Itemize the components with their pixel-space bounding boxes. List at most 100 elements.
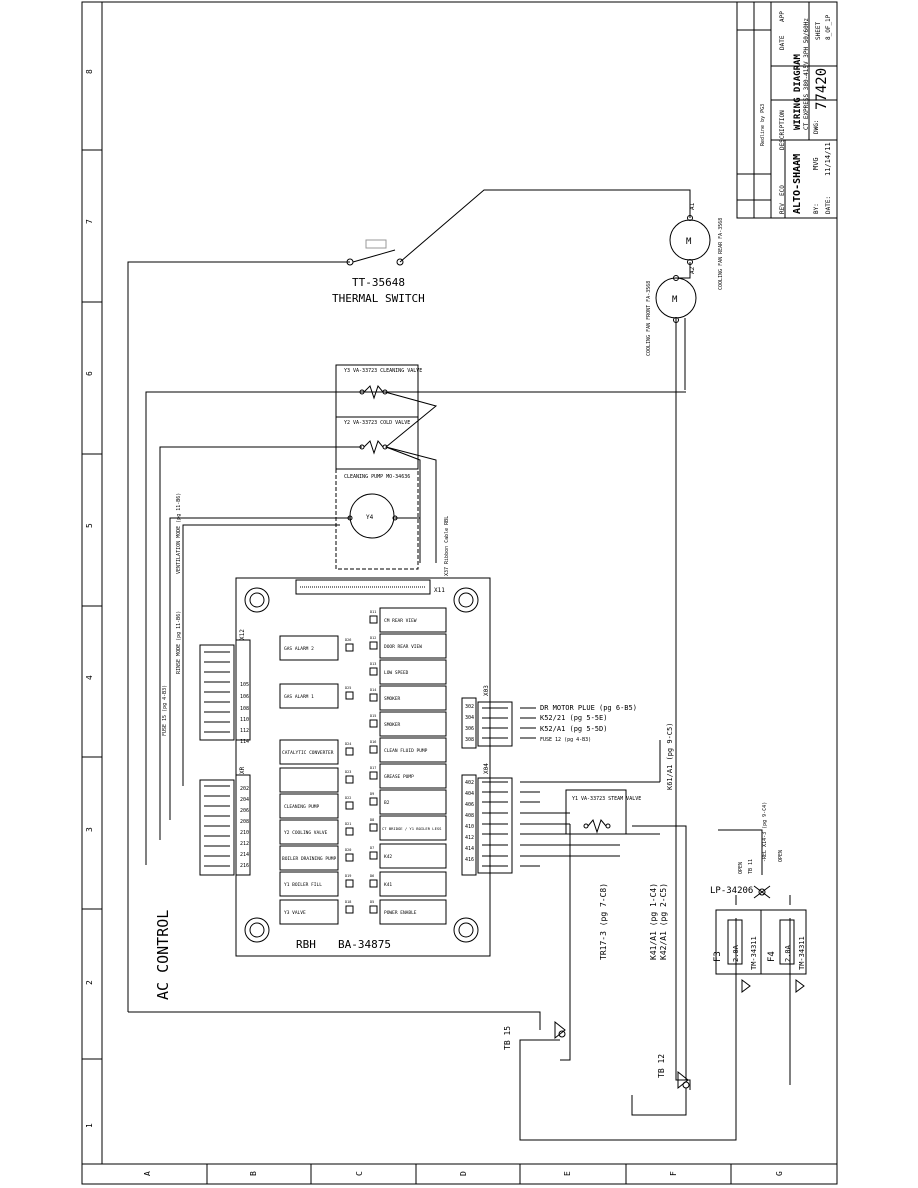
svg-text:B2: B2 — [384, 800, 390, 806]
ac-control-label: AC CONTROL — [154, 910, 172, 1000]
date-col-label: DATE — [779, 35, 786, 50]
by-value: MVG — [812, 157, 820, 170]
thermal-switch — [346, 239, 404, 266]
y3-valve-label: Y3 VA-33723 CLEANING VALVE — [344, 368, 422, 374]
svg-text:D19: D19 — [345, 874, 351, 878]
svg-text:204: 204 — [240, 797, 249, 803]
svg-text:LOW SPEED: LOW SPEED — [384, 670, 409, 676]
svg-text:GREASE PUMP: GREASE PUMP — [384, 774, 414, 780]
ribbon-cable-note: X37 Ribbon Cable RBL — [444, 516, 450, 576]
svg-text:D24: D24 — [345, 742, 351, 746]
zone-row-c: E — [563, 1171, 572, 1176]
lp-label: LP-34206 — [710, 886, 753, 896]
svg-text:214: 214 — [240, 852, 249, 858]
board-name: RBH — [296, 938, 316, 951]
zone-row-a: G — [775, 1171, 784, 1176]
lp-terminal — [753, 885, 771, 899]
relay-right-7: GREASE PUMP D17 — [369, 763, 447, 789]
svg-text:114: 114 — [240, 739, 249, 745]
relay-right-3: LOW SPEED D13 — [369, 659, 447, 685]
board-x04: X04 — [483, 763, 490, 774]
steam-valve-label: Y1 VA-33723 STEAM VALVE — [572, 796, 641, 802]
eco-label: ECO — [779, 185, 786, 196]
title-block — [736, 1, 838, 219]
fuse-block — [715, 909, 807, 975]
svg-text:206: 206 — [240, 808, 249, 814]
fan-rear-a1: A1 — [689, 202, 696, 210]
drawing-title: WIRING DIAGRAM — [793, 54, 803, 130]
svg-text:D22: D22 — [345, 796, 351, 800]
tb12-label: TB 12 — [657, 1054, 666, 1078]
zone-col-8: 8 — [85, 69, 94, 74]
fan-rear-m: M — [686, 237, 692, 247]
zone-col-4: 4 — [85, 675, 94, 680]
description-heading: DESCRIPTION — [779, 110, 786, 150]
thermal-switch-name: THERMAL SWITCH — [332, 292, 425, 305]
svg-text:408: 408 — [465, 813, 474, 819]
wiring — [127, 189, 791, 1141]
cooling-fan-front: M — [655, 275, 697, 323]
sheet-border — [81, 1, 838, 1185]
zone-row-e: C — [355, 1171, 364, 1176]
ref-ventilation: VENTILATION MODE (pg 11-B6) — [176, 493, 182, 574]
board-part: BA-34875 — [338, 938, 391, 951]
svg-text:210: 210 — [240, 830, 249, 836]
x2-pins: 202 204 206 208 210 212 214 216 — [240, 786, 249, 869]
ref-fuse15: FUSE 15 (pg 4-B3) — [162, 685, 168, 736]
svg-text:302: 302 — [465, 704, 474, 710]
svg-text:208: 208 — [240, 819, 249, 825]
svg-text:CT BRIDGE / Y1 BOILER LESS: CT BRIDGE / Y1 BOILER LESS — [382, 826, 442, 831]
tb15-label: TB 15 — [503, 1026, 512, 1050]
svg-text:K41: K41 — [384, 882, 392, 888]
svg-text:108: 108 — [240, 706, 249, 712]
svg-text:110: 110 — [240, 717, 249, 723]
cooling-fan-rear: M — [669, 215, 711, 265]
relay-left-4: D23 — [279, 767, 354, 793]
fuse-f3: F3 — [713, 951, 723, 962]
svg-text:BOILER DRAINING PUMP: BOILER DRAINING PUMP — [282, 856, 336, 862]
by-label: BY: — [813, 203, 820, 214]
svg-text:D13: D13 — [370, 662, 376, 666]
zone-col-6: 6 — [85, 371, 94, 376]
relay-left-7: BOILER DRAINING PUMP D20 — [279, 845, 354, 871]
rev-label: REV — [779, 203, 786, 214]
cleaning-pump-y4: Y4 — [366, 514, 374, 521]
tb11-label: TB 11 — [748, 859, 754, 874]
svg-text:216: 216 — [240, 863, 249, 869]
company-logo: ALTO-SHAAM — [792, 154, 803, 214]
svg-text:412: 412 — [465, 835, 474, 841]
svg-text:GAS ALARM 1: GAS ALARM 1 — [284, 694, 314, 700]
board-xr: XR — [239, 766, 246, 774]
svg-text:POWER ENABLE: POWER ENABLE — [384, 910, 417, 916]
svg-text:106: 106 — [240, 694, 249, 700]
ref-k42: K42/A1 (pg 2-C5) — [659, 883, 668, 960]
svg-text:D17: D17 — [370, 766, 376, 770]
svg-text:112: 112 — [240, 728, 249, 734]
fuse-f4: F4 — [767, 951, 777, 962]
zone-row-d: D — [459, 1171, 468, 1176]
zone-col-5: 5 — [85, 523, 94, 528]
svg-text:410: 410 — [465, 824, 474, 830]
zone-row-f: B — [249, 1171, 258, 1176]
svg-text:CM REAR VIEW: CM REAR VIEW — [384, 618, 417, 624]
svg-text:416: 416 — [465, 857, 474, 863]
svg-text:D20: D20 — [345, 848, 351, 852]
thermal-switch-part: TT-35648 — [352, 276, 405, 289]
svg-text:D9: D9 — [370, 792, 374, 796]
svg-text:Y3 VALVE: Y3 VALVE — [284, 910, 306, 916]
plug-pin-marks — [204, 651, 508, 867]
ref-fuse12: FUSE 12 (pg 4-B3) — [540, 737, 591, 743]
ref-k61: K61/A1 (pg 9-C5) — [666, 723, 674, 790]
relay-right-8: B2 D9 — [369, 789, 447, 815]
svg-text:406: 406 — [465, 802, 474, 808]
dwg-number: 77420 — [814, 68, 830, 110]
svg-text:212: 212 — [240, 841, 249, 847]
svg-text:DOOR REAR VIEW: DOOR REAR VIEW — [384, 644, 422, 650]
